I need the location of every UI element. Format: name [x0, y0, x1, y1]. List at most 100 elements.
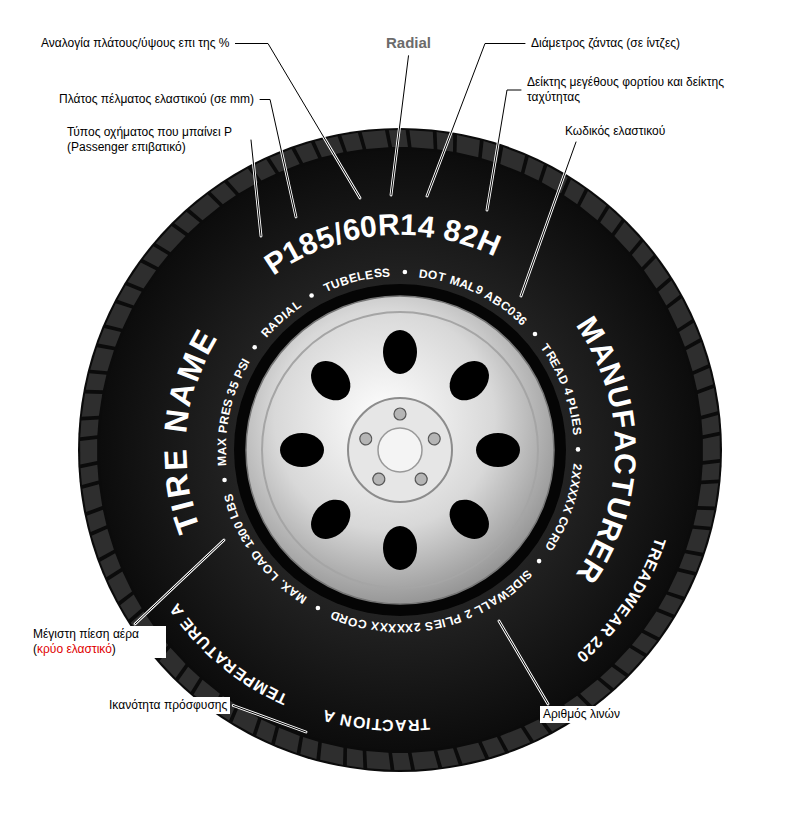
sidewall-letter: E — [364, 268, 374, 281]
sidewall-letter: S — [571, 426, 584, 435]
leader-line — [391, 56, 409, 195]
sidewall-text: TEMPERATURE A — [164, 598, 294, 710]
tread-block — [275, 728, 300, 753]
leader-line — [235, 44, 360, 199]
sidewall-letter: N — [339, 711, 353, 729]
lug-nut — [370, 471, 387, 488]
hub-cap — [378, 428, 422, 472]
wheel-rim — [246, 296, 554, 604]
sidewall-letter: S — [373, 267, 382, 280]
callout-label: Μέγιστη πίεση αέρα (κρύο ελαστικό) — [30, 626, 166, 658]
tread-block — [679, 323, 700, 347]
sidewall-letter: C — [357, 617, 368, 631]
sidewall-letter: X — [216, 437, 228, 446]
tread-block — [82, 393, 103, 416]
separator-dot — [222, 478, 227, 483]
callout-text: κρύο ελαστικό — [37, 642, 112, 656]
leader-halo — [391, 56, 409, 195]
sidewall-letter: S — [382, 266, 391, 279]
sidewall-letter: A — [167, 601, 187, 620]
leader-halo — [251, 140, 261, 236]
sidewall-letter: A — [321, 706, 336, 724]
sidewall-letter: C — [609, 453, 640, 477]
sidewall-small-text: SIDEWALL 2 PLIES 2XXXXX CORD — [326, 566, 536, 637]
tread-block — [211, 182, 236, 204]
tread-block — [632, 242, 654, 267]
sidewall-letter: R — [160, 472, 195, 500]
tread-block — [564, 179, 585, 204]
sidewall-letter: 2 — [571, 463, 584, 471]
sidewall-letter: E — [569, 417, 582, 427]
tread-block — [658, 595, 682, 615]
sidewall-letter: F — [607, 408, 639, 430]
sidewall-letter: T — [371, 716, 382, 733]
leader-line — [251, 140, 261, 236]
lug-nuts — [358, 408, 442, 488]
sidewall-letter: 0 — [358, 211, 379, 243]
leader-line — [427, 44, 525, 197]
callout-text: ) — [112, 642, 116, 656]
callout-label: Πλάτος πέλματος ελαστικού (σε mm) — [56, 91, 257, 108]
leader-line — [233, 706, 306, 733]
sidewall-letter: T — [437, 270, 447, 283]
callout-label: Radial — [383, 33, 434, 54]
sidewall-letter: E — [159, 449, 192, 472]
sidewall-letter: I — [365, 715, 371, 731]
tread-block — [82, 484, 102, 512]
tread-block — [698, 388, 718, 416]
tread-block — [500, 728, 530, 751]
leader-line — [487, 90, 521, 210]
sidewall-letter: X — [379, 621, 388, 634]
sidewall-letter: 2 — [413, 621, 421, 634]
sidewall-letter: X — [405, 622, 414, 634]
lug-nut — [427, 431, 442, 446]
sidewall-letter: E — [432, 617, 442, 630]
tread-block — [701, 463, 719, 481]
sidewall-letter: P — [217, 424, 230, 433]
leader-halo — [233, 706, 306, 733]
tread-block — [457, 743, 486, 764]
tread-block — [686, 529, 710, 553]
tread-block — [366, 751, 390, 770]
sidewall-letter: R — [218, 415, 231, 426]
tread-block — [87, 510, 107, 532]
leader-halo — [427, 44, 525, 197]
sidewall-letter: A — [216, 446, 228, 455]
rim-holes — [280, 330, 520, 570]
sidewall-letter: A — [164, 379, 201, 409]
sidewall — [100, 150, 700, 750]
rim-hole — [383, 330, 417, 374]
tread-block — [143, 246, 168, 267]
sidewall-text: TREADWEAR 220 — [571, 531, 671, 668]
sidewall-small-text: TREAD 4 PLIES — [537, 339, 586, 440]
tread-block — [694, 510, 715, 527]
leader-halo — [260, 100, 296, 218]
rim-lip — [234, 284, 566, 616]
tread-block — [81, 465, 99, 485]
sidewall-letter: 2 — [463, 607, 474, 621]
sidewall-letter — [159, 436, 191, 446]
callout-label: Τύπος οχήματος που μπαίνει P (Passenger … — [64, 124, 248, 156]
tread-block — [362, 130, 389, 149]
rim-hole — [303, 492, 358, 547]
sidewall-letter: A — [609, 429, 640, 452]
callout-label: Αριθμός λινών — [540, 706, 623, 723]
tread-block — [632, 633, 657, 654]
callout-label: Αναλογία πλάτους/ύψους επι της % — [38, 35, 232, 52]
sidewall-letter: X — [370, 620, 380, 633]
sidewall-letter: 4 — [416, 211, 436, 243]
lug-nut — [413, 471, 430, 488]
separator-dot — [403, 270, 408, 275]
leader-line — [521, 142, 576, 296]
tread-block — [256, 719, 276, 743]
sidewall-letter: C — [382, 716, 394, 732]
tread — [80, 130, 720, 770]
sidewall-text: TRACTION A — [317, 704, 437, 737]
sidewall-letter: M — [216, 455, 229, 466]
tread-block — [694, 368, 714, 390]
tread-block — [698, 483, 719, 506]
callout-label: Διάμετρος ζάντας (σε ίντζες) — [528, 35, 683, 52]
tread-block — [80, 419, 98, 437]
tread-block — [437, 748, 458, 767]
